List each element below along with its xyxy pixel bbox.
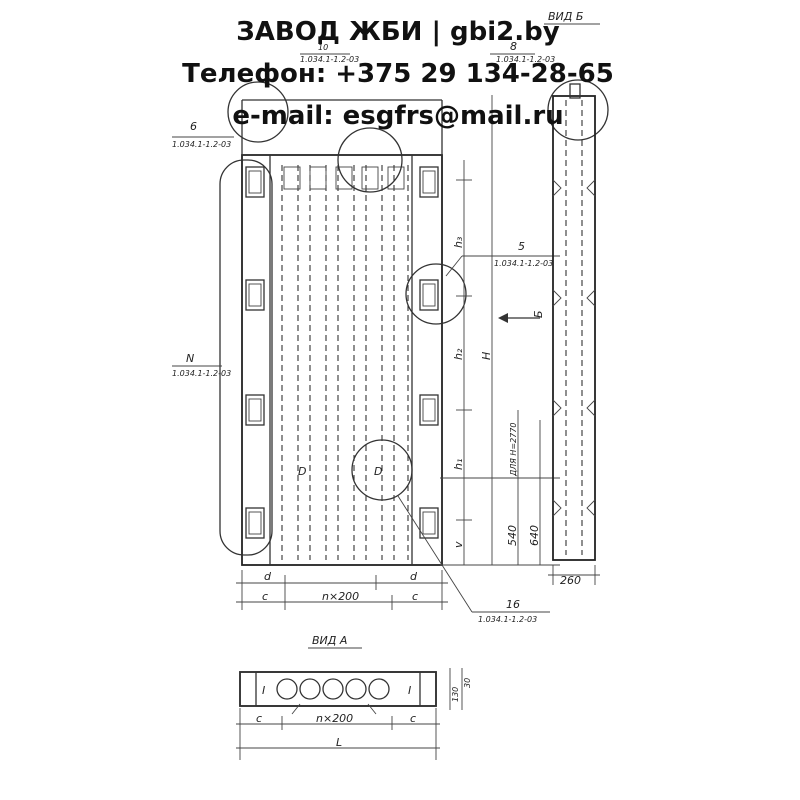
callout-side-left-num: N	[186, 352, 194, 365]
callout-top-right-ref: 1.034.1-1.2-03	[496, 55, 555, 64]
detail-circle-top-mid	[337, 127, 403, 193]
detail-circle-right	[405, 263, 467, 325]
view-arrow-head	[498, 313, 508, 323]
dim-a-c-left: c	[256, 712, 262, 725]
dim-d-right: d	[410, 570, 418, 583]
detail-circle-bottom	[351, 439, 413, 501]
embed-plate-left	[248, 511, 262, 535]
detail-outline-left	[219, 159, 273, 556]
callout-leader	[445, 255, 463, 277]
section-void	[345, 678, 367, 700]
section-void	[299, 678, 321, 700]
embed-plate-right	[419, 507, 439, 539]
embed-plate-right	[419, 394, 439, 426]
callout-top-right-num: 8	[510, 40, 517, 53]
embed-plate-left	[245, 166, 265, 198]
section-end-right	[419, 671, 437, 707]
callout-leader	[397, 495, 473, 613]
leader-arrow	[367, 703, 377, 715]
section-mark-I-left: I	[262, 684, 265, 697]
void-window	[361, 166, 379, 190]
embed-plate-left	[248, 170, 262, 194]
leader-arrow	[291, 703, 301, 715]
embed-plate-right	[419, 166, 439, 198]
dim-H: H	[480, 352, 493, 360]
dim-L: L	[336, 736, 342, 749]
section-mark-I-right: I	[408, 684, 411, 697]
dim-a-nx200: n×200	[316, 712, 353, 725]
dim-note: ДЛЯ H=2770	[509, 423, 518, 477]
view-a-title: ВИД А	[312, 634, 347, 647]
embed-plate-left	[245, 507, 265, 539]
embed-plate-right	[422, 398, 436, 422]
callout-top-mid-ref: 1.034.1-1.2-03	[300, 55, 359, 64]
view-b-side: ВИД Б 260	[544, 10, 609, 587]
callout-top-mid-num: 10	[318, 43, 328, 52]
panel-front-view: D D	[219, 81, 467, 566]
horizontal-dimensions: d d c n×200 c	[236, 570, 448, 610]
dim-130: 130	[451, 687, 460, 702]
hole-mark: D	[298, 465, 306, 478]
embed-plate-right	[419, 279, 439, 311]
view-a-section: ВИД А I I 130 30 c n×200 c L	[236, 634, 472, 760]
view-arrow-label: Б	[532, 310, 545, 318]
section-outline	[239, 671, 437, 707]
callouts: 6 1.034.1-1.2-03 10 1.034.1-1.2-03 8 1.0…	[172, 40, 560, 624]
view-b-title: ВИД Б	[548, 10, 583, 23]
dim-v: v	[452, 541, 465, 548]
embed-plate-right	[422, 283, 436, 307]
dim-640: 640	[528, 525, 541, 546]
section-void	[276, 678, 298, 700]
callout-top-left-ref: 1.034.1-1.2-03	[172, 140, 231, 149]
side-profile-outline	[552, 95, 596, 561]
dim-30: 30	[463, 678, 472, 688]
callout-side-left-ref: 1.034.1-1.2-03	[172, 369, 231, 378]
vertical-dimensions: h₃ h₂ h₁ H v ДЛЯ H=2770 540 640 Б	[440, 95, 560, 566]
embed-plate-left	[248, 283, 262, 307]
dim-c-right: c	[412, 590, 418, 603]
dim-nx200: n×200	[322, 590, 359, 603]
callout-right-num: 5	[518, 240, 525, 253]
void-window	[387, 166, 405, 190]
watermark-line-1: ЗАВОД ЖБИ | gbi2.by	[236, 17, 559, 47]
detail-circle-top-right	[547, 79, 609, 141]
watermark-line-2: Телефон: +375 29 134-28-65	[182, 59, 614, 89]
side-top-hook	[569, 83, 581, 99]
detail-circle-top-left	[227, 81, 289, 143]
watermark: ЗАВОД ЖБИ | gbi2.by Телефон: +375 29 134…	[182, 17, 614, 131]
hole-mark: D	[374, 465, 382, 478]
embed-plate-right	[422, 511, 436, 535]
embed-plate-right	[422, 170, 436, 194]
embed-plate-left	[248, 398, 262, 422]
dim-h2: h₂	[452, 348, 465, 360]
dim-h1: h₁	[452, 459, 465, 470]
section-void	[368, 678, 390, 700]
dim-h3: h₃	[452, 236, 465, 248]
callout-right-ref: 1.034.1-1.2-03	[494, 259, 553, 268]
section-end-left	[239, 671, 257, 707]
callout-bottom-num: 16	[506, 598, 520, 611]
dim-a-c-right: c	[410, 712, 416, 725]
void-window	[283, 166, 301, 190]
void-window	[309, 166, 327, 190]
callout-bottom-ref: 1.034.1-1.2-03	[478, 615, 537, 624]
void-window	[335, 166, 353, 190]
dim-260: 260	[560, 574, 581, 587]
dim-c-left: c	[262, 590, 268, 603]
embed-plate-left	[245, 279, 265, 311]
dim-540: 540	[506, 525, 519, 546]
callout-top-left-num: 6	[190, 120, 197, 133]
watermark-line-3: e-mail: esgfrs@mail.ru	[232, 101, 563, 131]
embed-plate-left	[245, 394, 265, 426]
side-profile-notches	[552, 179, 596, 517]
section-void	[322, 678, 344, 700]
dim-d-left: d	[264, 570, 272, 583]
